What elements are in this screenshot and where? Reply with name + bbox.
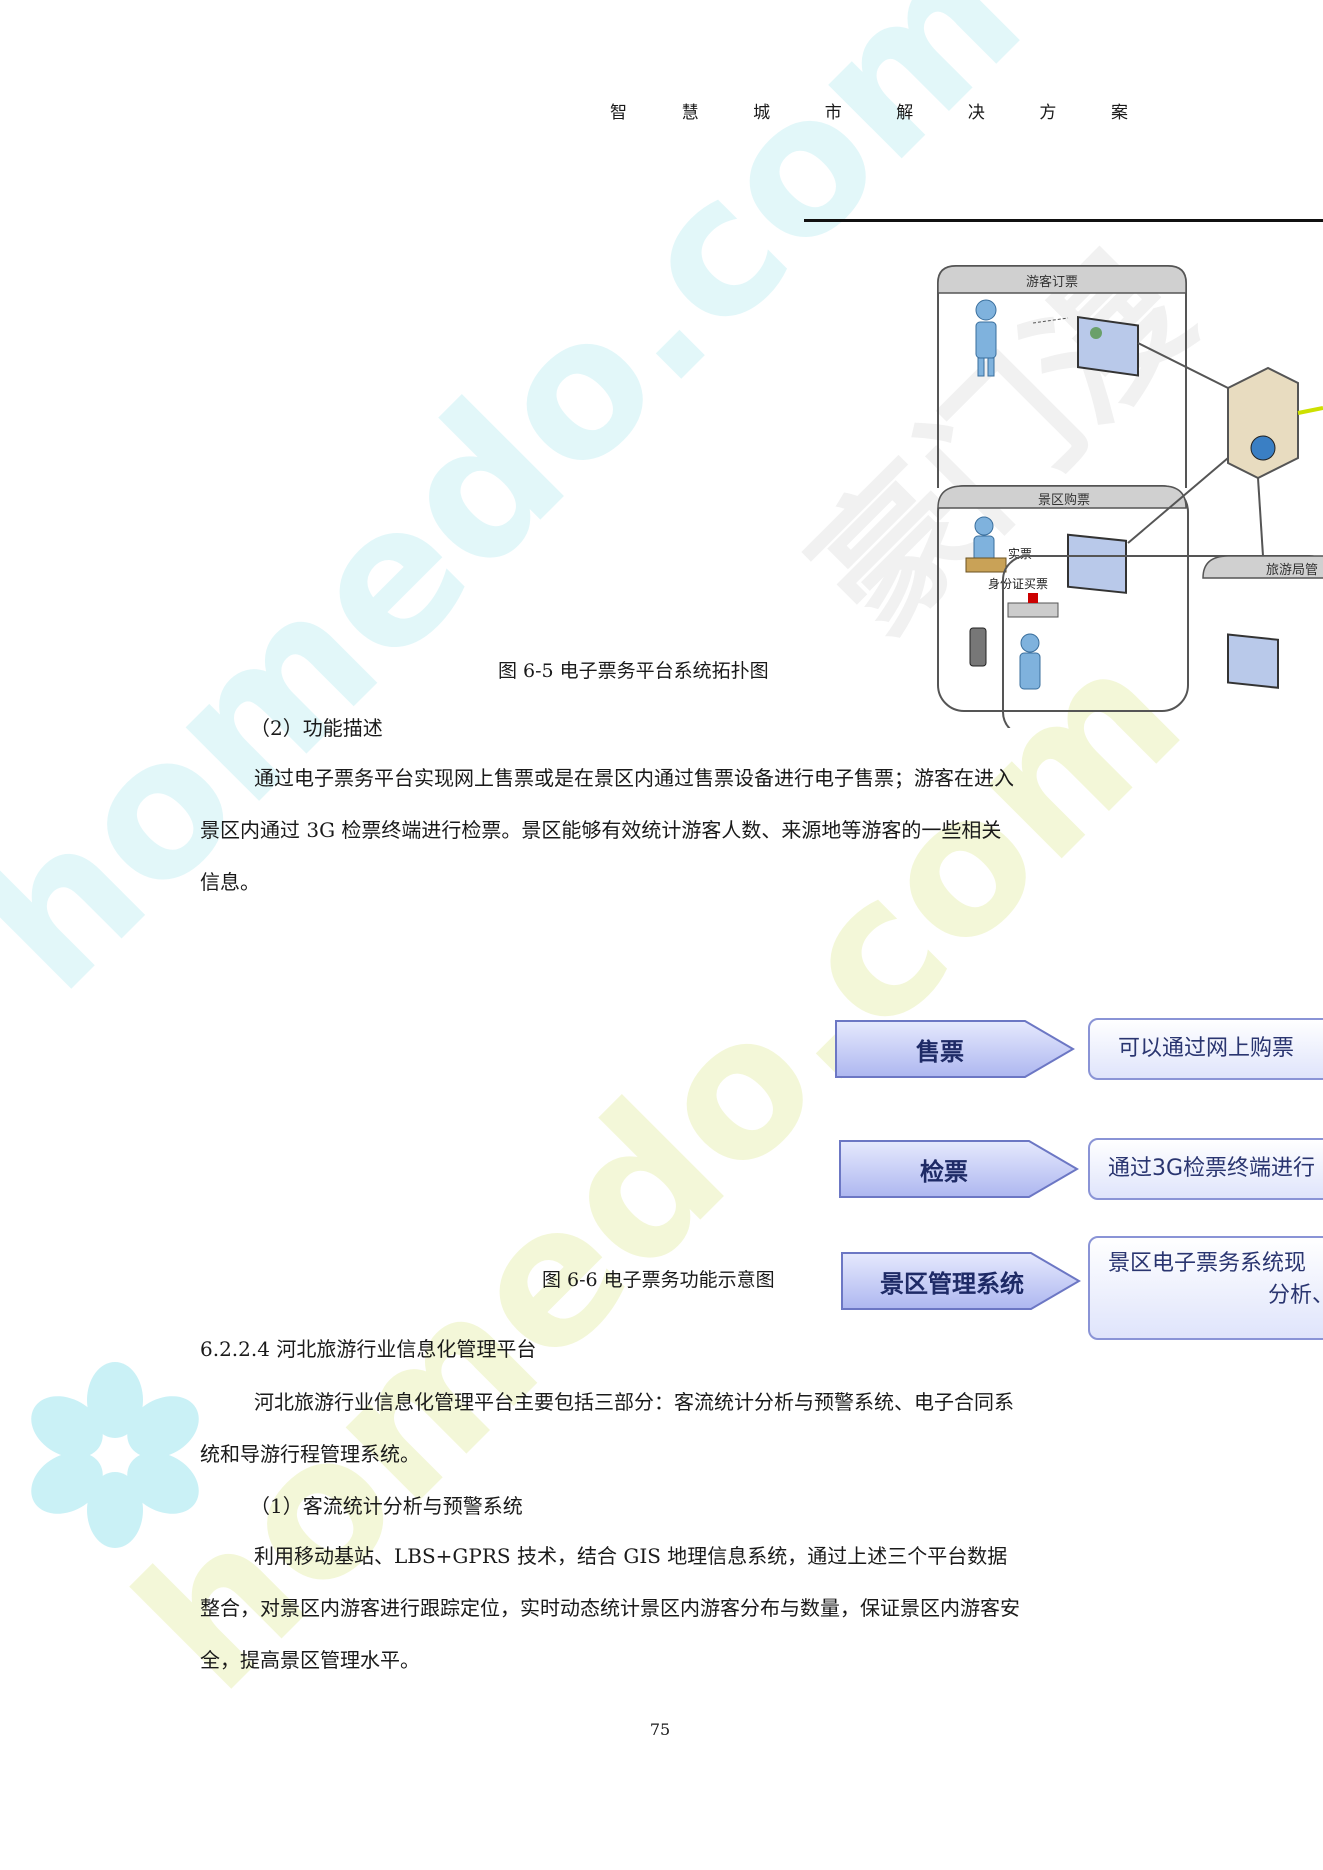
monitor-icon — [1227, 633, 1279, 689]
header-char: 解 — [896, 103, 916, 123]
page-number: 75 — [649, 1720, 671, 1739]
server-icon — [1227, 366, 1299, 480]
section-flow-title: （1）客流统计分析与预警系统 — [250, 1494, 523, 1518]
paragraph-flow: 利用移动基站、LBS+GPRS 技术，结合 GIS 地理信息系统，通过上述三个平… — [200, 1544, 1020, 1672]
header-char: 市 — [824, 103, 844, 123]
header-char: 方 — [1039, 103, 1059, 123]
function-desc-text: 景区电子票务系统现 — [1108, 1251, 1307, 1276]
section-function-title: （2）功能描述 — [250, 716, 383, 740]
running-header: 智 慧 城 市 解 决 方 案 — [610, 98, 1130, 123]
function-desc-management: 景区电子票务系统现 分析、 — [1088, 1236, 1323, 1340]
function-label-sale: 售票 — [835, 1020, 1075, 1078]
header-char: 决 — [967, 103, 987, 123]
function-diagram: 售票 可以通过网上购票 检票 通过3G检票终端进行 景区管理系统 景区电子票务系… — [835, 1010, 1323, 1340]
function-desc-sale: 可以通过网上购票 — [1088, 1018, 1323, 1080]
header-char: 案 — [1110, 103, 1130, 123]
monitor-icon — [1077, 315, 1139, 377]
panel-label-scenic: 景区购票 — [1038, 492, 1090, 508]
header-char: 慧 — [681, 103, 701, 123]
paragraph-platform: 河北旅游行业信息化管理平台主要包括三部分：客流统计分析与预警系统、电子合同系统和… — [200, 1390, 1014, 1466]
function-label-management: 景区管理系统 — [841, 1252, 1081, 1310]
function-label-text: 检票 — [920, 1157, 968, 1186]
monitor-icon — [1067, 533, 1127, 594]
person-icon — [975, 299, 997, 377]
function-desc-check: 通过3G检票终端进行 — [1088, 1138, 1323, 1200]
topology-diagram: 游客订票 景区购票 实票 身份证买票 — [928, 258, 1323, 728]
function-desc-text-2: 分析、 — [1268, 1283, 1323, 1308]
header-char: 智 — [610, 103, 629, 123]
paragraph-function: 通过电子票务平台实现网上售票或是在景区内通过售票设备进行电子售票；游客在进入景区… — [200, 766, 1014, 894]
panel-label-booking: 游客订票 — [1026, 274, 1078, 290]
figure-6-6-caption: 图 6-6 电子票务功能示意图 — [542, 1269, 775, 1291]
function-desc-text: 可以通过网上购票 — [1118, 1036, 1295, 1061]
function-desc-text: 通过3G检票终端进行 — [1108, 1156, 1316, 1181]
header-char: 城 — [753, 103, 773, 123]
clerk-icon — [965, 516, 1007, 573]
turnstile-icon — [969, 593, 1059, 667]
function-label-text: 景区管理系统 — [880, 1269, 1024, 1298]
label-idcard: 身份证买票 — [988, 576, 1048, 591]
watermark-flower-icon — [31, 1362, 199, 1548]
label-ticket: 实票 — [1008, 546, 1032, 561]
figure-6-5-caption: 图 6-5 电子票务平台系统拓扑图 — [498, 660, 769, 682]
function-label-check: 检票 — [839, 1140, 1079, 1198]
section-6-2-2-4-title: 6.2.2.4 河北旅游行业信息化管理平台 — [200, 1337, 537, 1361]
visitor-icon — [1019, 633, 1041, 690]
function-label-text: 售票 — [916, 1037, 964, 1066]
panel-label-bureau: 旅游局管 — [1266, 563, 1318, 578]
header-rule — [804, 219, 1323, 222]
